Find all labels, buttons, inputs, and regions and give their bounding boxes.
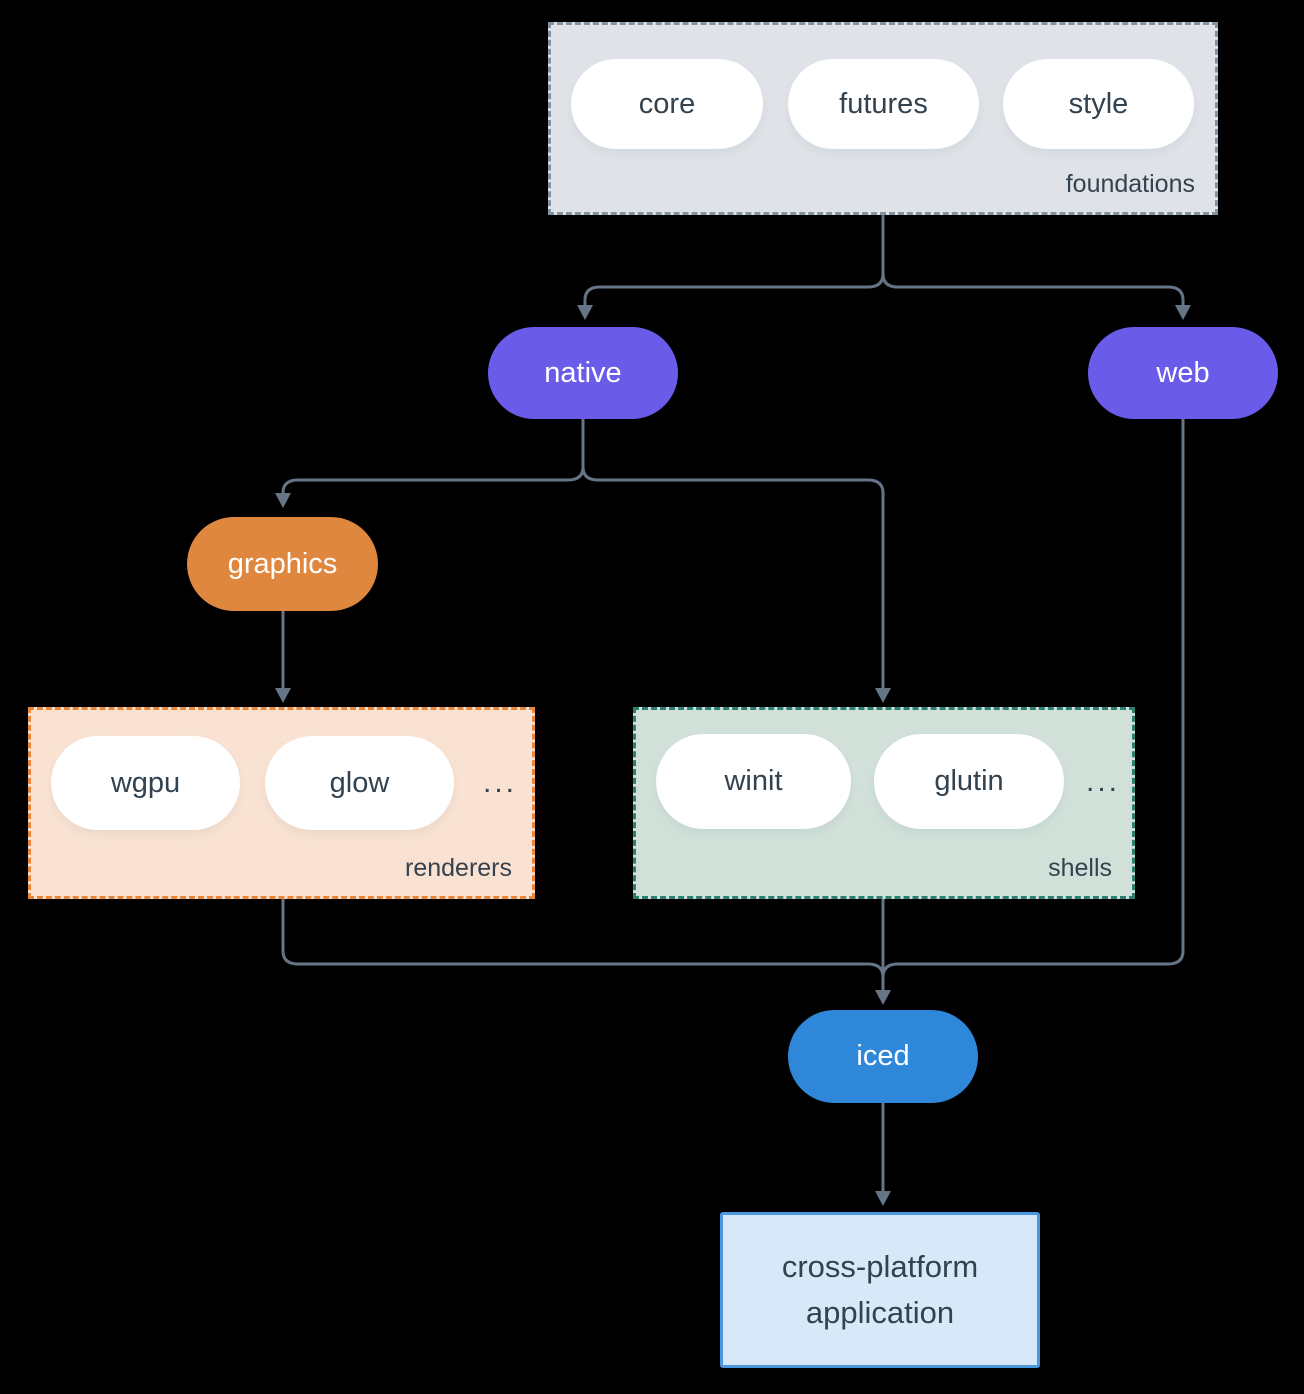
node-native-label: native xyxy=(544,356,622,389)
node-wgpu-label: wgpu xyxy=(110,766,181,799)
node-futures-label: futures xyxy=(839,87,928,120)
node-glutin: glutin xyxy=(874,734,1064,829)
edge-native-graphics xyxy=(275,417,585,508)
node-graphics-label: graphics xyxy=(227,547,338,580)
application-label-line1: cross-platform xyxy=(781,1249,979,1284)
edge-native-shells xyxy=(581,417,891,703)
edge-foundations-web xyxy=(881,213,1191,320)
node-web: web xyxy=(1088,327,1278,419)
shells-ellipsis: ... xyxy=(1085,764,1120,798)
node-glow-label: glow xyxy=(329,766,390,799)
node-futures: futures xyxy=(788,59,979,149)
node-native: native xyxy=(488,327,678,419)
node-glutin-label: glutin xyxy=(934,765,1004,797)
group-foundations: core futures style foundations xyxy=(548,22,1218,215)
node-core: core xyxy=(571,59,763,149)
renderers-ellipsis: ... xyxy=(482,766,517,799)
application-label-line2: application xyxy=(805,1295,955,1330)
edge-graphics-renderers xyxy=(275,609,291,703)
node-core-label: core xyxy=(638,87,696,120)
node-glow: glow xyxy=(265,736,454,830)
group-shells-label: shells xyxy=(1048,854,1112,882)
node-winit: winit xyxy=(656,734,851,829)
group-foundations-label: foundations xyxy=(1065,170,1195,198)
group-renderers-label: renderers xyxy=(405,854,512,882)
group-shells: winit glutin ... shells xyxy=(633,707,1135,899)
group-renderers: wgpu glow ... renderers xyxy=(28,707,535,899)
node-iced: iced xyxy=(788,1010,978,1103)
node-style-label: style xyxy=(1068,87,1129,120)
node-cross-platform-application: cross-platform application xyxy=(720,1212,1040,1368)
node-winit-label: winit xyxy=(724,765,783,797)
edge-web-iced xyxy=(881,417,1185,979)
node-web-label: web xyxy=(1156,356,1210,389)
edge-shells-iced xyxy=(875,897,891,1005)
node-style: style xyxy=(1003,59,1194,149)
edge-iced-application xyxy=(875,1101,891,1206)
edge-foundations-native xyxy=(577,213,885,320)
node-graphics: graphics xyxy=(187,517,378,611)
node-wgpu: wgpu xyxy=(51,736,240,830)
edge-renderers-iced xyxy=(281,897,885,979)
node-iced-label: iced xyxy=(856,1040,910,1072)
